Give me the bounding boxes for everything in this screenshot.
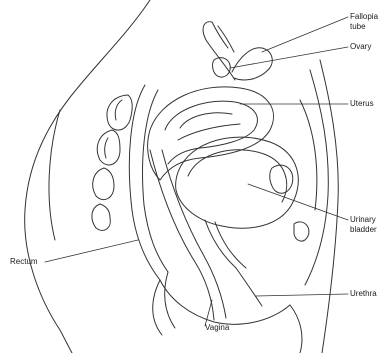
label-fallopian-tube-line1: Fallopia <box>350 12 378 22</box>
leader-rectum <box>45 240 138 262</box>
rectum <box>129 85 175 335</box>
leader-ovary <box>230 47 348 68</box>
label-fallopian-tube-line2: tube <box>350 22 366 32</box>
pubic-fold <box>300 100 317 210</box>
back-outline <box>25 0 150 353</box>
leader-lines <box>45 17 348 326</box>
labia-outline <box>290 305 302 353</box>
leader-urethra <box>256 294 348 296</box>
label-rectum: Rectum <box>10 257 38 267</box>
label-urinary-bladder-line2: bladder <box>350 225 377 235</box>
perineum <box>160 280 290 324</box>
urinary-bladder <box>176 137 299 268</box>
leader-fallopian <box>262 17 348 52</box>
label-urethra: Urethra <box>350 289 377 299</box>
urethra <box>236 268 262 306</box>
label-vagina: Vagina <box>205 323 229 333</box>
label-ovary: Ovary <box>350 42 371 52</box>
label-urinary-bladder-line1: Urinary <box>350 215 376 225</box>
pubic-bone <box>270 165 309 241</box>
sacrum <box>92 95 132 230</box>
label-uterus: Uterus <box>350 99 374 109</box>
buttock-contour <box>49 110 60 240</box>
